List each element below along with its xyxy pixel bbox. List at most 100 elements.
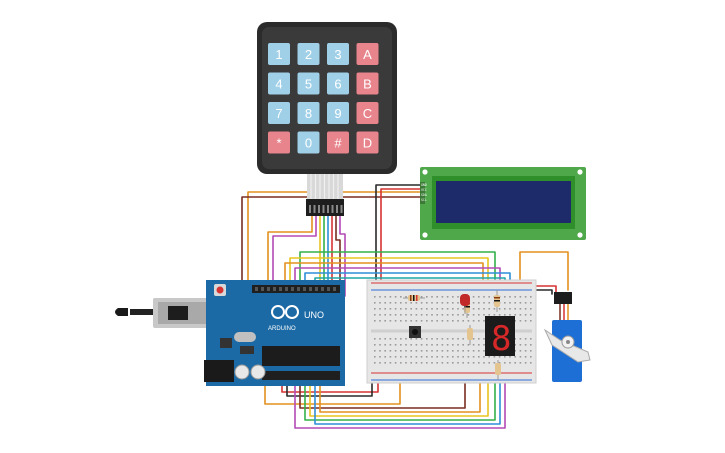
usb-plug: [115, 308, 128, 316]
capacitor-1: [234, 364, 250, 380]
servo-motor: [543, 292, 591, 382]
keypad-key-label: *: [276, 136, 281, 151]
keypad-key: 3: [327, 43, 349, 65]
keypad-key-label: 4: [275, 77, 282, 92]
digital-header: [252, 285, 340, 293]
keypad-key: B: [356, 72, 379, 95]
arduino-uno: ARDUINO UNO: [115, 280, 345, 386]
wire-black-bottom: [286, 379, 373, 397]
wire-black-lcd: [375, 184, 421, 291]
keypad-key-face: [327, 131, 349, 154]
lcd-pin-sda: SDA: [421, 193, 427, 197]
keypad-key-face: [356, 72, 379, 95]
keypad-connector-pins: [309, 205, 343, 213]
wire-red-lcd: [380, 188, 421, 291]
resistor-1: [403, 295, 425, 301]
keypad-key: 7: [268, 102, 290, 124]
keypad-key: #: [327, 131, 349, 154]
wire-yellow-seg: [289, 257, 489, 301]
keypad-key-label: A: [363, 47, 372, 62]
wire-keypad-8: [339, 215, 346, 297]
seven-segment-digit: 8: [491, 319, 511, 359]
keypad-key-face: [268, 43, 290, 65]
keypad-key: 1: [268, 43, 290, 65]
breadboard-holes: [374, 296, 532, 364]
keypad-key-face: [268, 72, 290, 95]
keypad-key: 2: [297, 43, 320, 65]
power-jack: [204, 360, 234, 382]
keypad-key: A: [356, 43, 379, 65]
wire-purple-bottom: [294, 379, 506, 429]
keypad-key-face: [356, 43, 379, 65]
atmega-chip: [262, 346, 340, 366]
keypad-key: 0: [297, 131, 320, 154]
keypad-key: D: [356, 131, 379, 154]
keypad-key-label: 2: [305, 47, 312, 62]
resistor-3: [494, 290, 500, 312]
wire-orange-servo: [519, 251, 569, 293]
wire-yellow-bottom: [309, 379, 489, 417]
lcd-pin-vcc: VCC: [421, 188, 427, 192]
keypad-key-label: 3: [334, 47, 341, 62]
wire-keypad-1: [267, 215, 313, 297]
wire-orange-bottom2: [319, 379, 481, 413]
keypad-key-face: [327, 72, 349, 95]
keypad-key-label: 5: [305, 77, 312, 92]
keypad-key-label: 7: [275, 106, 282, 121]
keypad-key: C: [356, 102, 379, 124]
breadboard: 8: [366, 279, 537, 384]
wire-orange-lcd: [247, 191, 421, 291]
lcd-module: GND VCC SDA SCL: [420, 167, 586, 240]
keypad-keys: 1 2 3 A 4 5 6 B 7 8 9 C * 0 # D: [268, 43, 379, 154]
keypad-key-face: [327, 43, 349, 65]
keypad-key-face: [356, 131, 379, 154]
keypad-connector: [306, 199, 344, 216]
keypad-key-face: [268, 102, 290, 124]
wire-blue-bottom: [314, 379, 501, 425]
resistor-5: [495, 360, 501, 380]
keypad-key: 8: [297, 102, 320, 124]
keypad-key-label: 8: [305, 106, 312, 121]
keypad-key-label: C: [363, 106, 372, 121]
arduino-logo: [271, 305, 299, 319]
keypad-key: 4: [268, 72, 290, 95]
keypad-key-face: [327, 102, 349, 124]
keypad-key-label: 1: [275, 47, 282, 62]
keypad-key-label: #: [334, 136, 342, 151]
wire-green-bottom: [304, 379, 496, 421]
lcd-pins: GND VCC SDA SCL: [420, 182, 427, 204]
lcd-pin-gnd: GND: [421, 183, 427, 187]
keypad-key-face: [297, 43, 320, 65]
arduino-model-text: UNO: [304, 310, 324, 320]
keypad-ribbon-lines: [310, 174, 339, 200]
servo-connector: [554, 292, 572, 304]
keypad-key: 5: [297, 72, 320, 95]
keypad-key: 9: [327, 102, 349, 124]
keypad-key-face: [297, 131, 320, 154]
keypad-key-face: [297, 102, 320, 124]
wires: [241, 184, 569, 429]
keypad-key-label: D: [363, 136, 372, 151]
keypad-key-label: B: [363, 77, 372, 92]
keypad-key-label: 0: [305, 136, 312, 151]
wire-brown-bottom: [299, 379, 466, 409]
keypad-key-face: [268, 131, 290, 154]
keypad-key: *: [268, 131, 290, 154]
lcd-screen: [436, 181, 571, 223]
keypad-key-face: [297, 72, 320, 95]
capacitor-2: [250, 364, 266, 380]
keypad-key-label: 9: [334, 106, 341, 121]
red-led: [460, 294, 470, 314]
resistor-4: [467, 325, 473, 345]
keypad-key-label: 6: [334, 77, 341, 92]
arduino-brand-text: ARDUINO: [268, 326, 296, 332]
seven-segment-display: 8: [485, 316, 515, 359]
keypad: 1 2 3 A 4 5 6 B 7 8 9 C * 0 # D: [257, 22, 397, 216]
keypad-key-face: [356, 102, 379, 124]
wire-keypad-2: [272, 215, 317, 297]
lcd-pin-scl: SCL: [421, 198, 427, 202]
wire-green-seg: [299, 251, 496, 301]
power-header: [262, 371, 340, 380]
crystal: [234, 332, 256, 342]
